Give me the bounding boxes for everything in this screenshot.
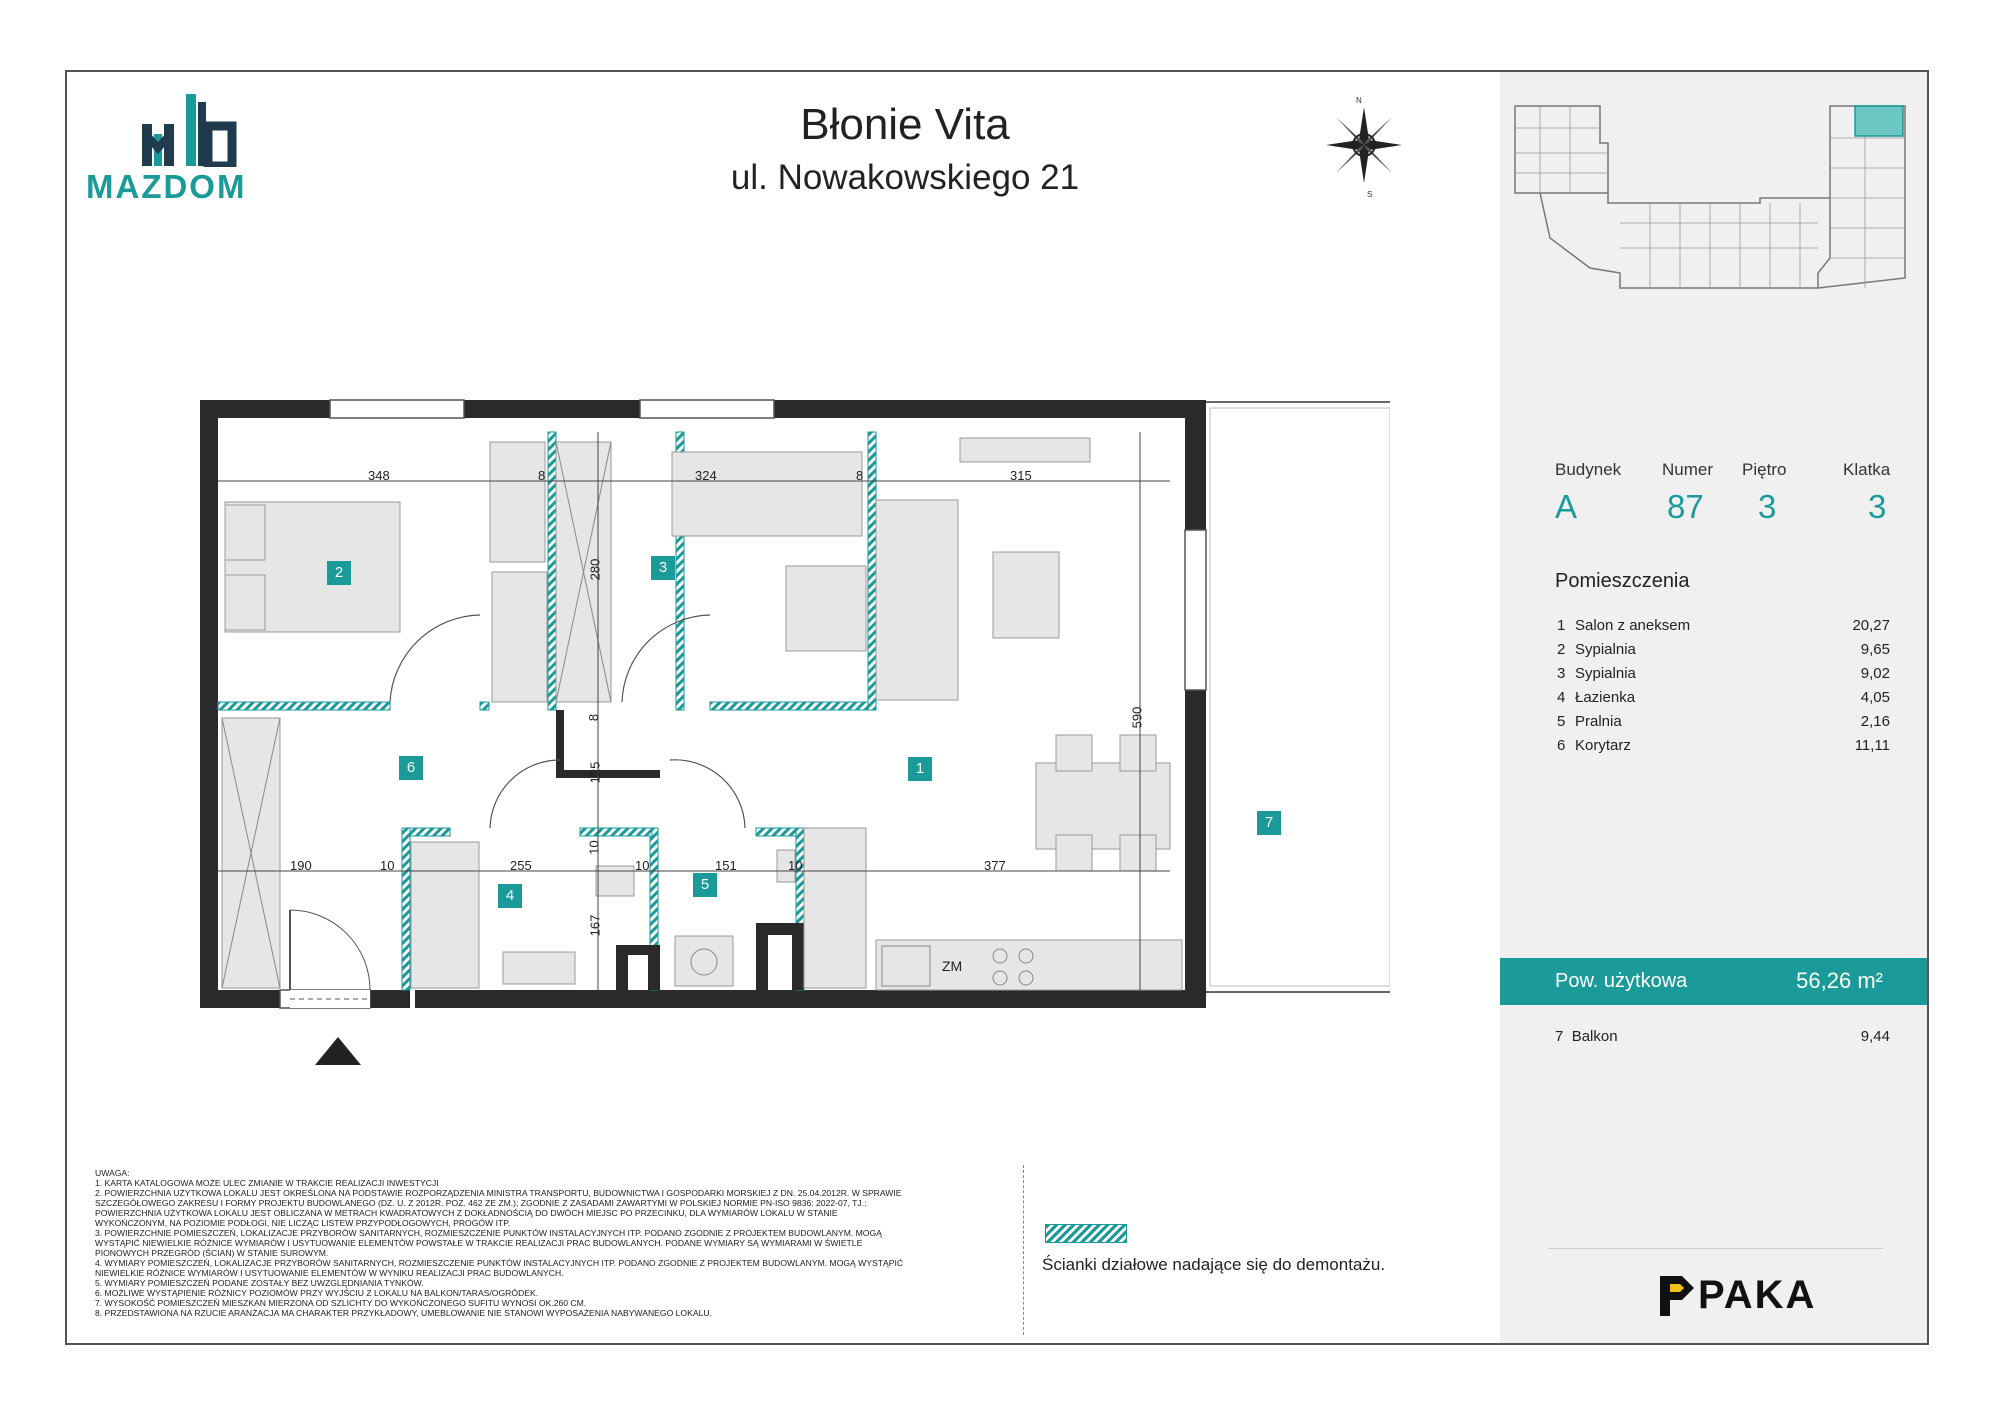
dim-label: 255 [510, 858, 532, 873]
dim-label: 590 [1129, 706, 1145, 729]
dim-label: 280 [587, 558, 603, 581]
usable-area-value: 56,26 m² [1796, 968, 1883, 993]
room-badge-3: 3 [651, 556, 675, 580]
value-building: A [1555, 488, 1578, 525]
rooms-header: Pomieszczenia [1555, 570, 1690, 592]
label-number: Numer [1662, 460, 1714, 479]
dim-label: 348 [368, 468, 390, 483]
panel-divider [1548, 1248, 1883, 1249]
room-badge-5: 5 [693, 873, 717, 897]
dim-label: 125 [587, 761, 603, 784]
usable-area-label: Pow. użytkowa [1555, 970, 1688, 992]
value-staircase: 3 [1868, 488, 1887, 525]
usable-area-bar: Pow. użytkowa 56,26 m² [1500, 958, 1927, 1005]
building-key-plan [1514, 105, 1906, 289]
compass-south: S [1367, 190, 1373, 199]
label-staircase: Klatka [1843, 460, 1891, 479]
room-badge-4: 4 [498, 884, 522, 908]
boiler-label: ZM [942, 958, 962, 974]
value-floor: 3 [1758, 488, 1777, 525]
compass-icon [1326, 107, 1402, 183]
notes-block: UWAGA: 1. KARTA KATALOGOWA MOŻE ULEC ZMI… [95, 1168, 904, 1318]
room-badge-2: 2 [327, 561, 351, 585]
brand-name: MAZDOM [86, 168, 247, 205]
dim-label: 10 [788, 858, 803, 873]
room-badge-6: 6 [399, 756, 423, 780]
dim-label: 151 [715, 858, 737, 873]
compass-north: N [1356, 96, 1362, 105]
label-floor: Piętro [1742, 460, 1787, 479]
divider [1023, 1165, 1024, 1335]
selected-unit-highlight [1854, 105, 1904, 137]
floor-plan: ZM [200, 399, 1390, 1009]
project-address: ul. Nowakowskiego 21 [730, 158, 1080, 197]
dim-label: 8 [586, 713, 602, 722]
entrance-arrow-icon [315, 1037, 361, 1065]
project-title: Błonie Vita [800, 100, 1010, 149]
dim-label: 10 [586, 840, 602, 855]
legend-hatch-swatch [1045, 1224, 1127, 1243]
dim-label: 377 [984, 858, 1006, 873]
value-number: 87 [1667, 488, 1704, 525]
footer-brand: PAKA [1698, 1273, 1817, 1317]
dim-label: 8 [538, 468, 546, 483]
dim-label: 8 [856, 468, 864, 483]
room-badge-7: 7 [1257, 811, 1281, 835]
dim-label: 324 [695, 468, 717, 483]
balcony-row: 7 Balkon 9,44 [1555, 1028, 1890, 1045]
dim-label: 10 [635, 858, 650, 873]
mazdom-logo-icon [142, 94, 237, 167]
dim-label: 190 [290, 858, 312, 873]
room-badge-1: 1 [908, 757, 932, 781]
dim-label: 167 [587, 914, 603, 937]
dim-label: 315 [1010, 468, 1032, 483]
dim-label: 10 [380, 858, 395, 873]
label-building: Budynek [1555, 460, 1622, 479]
legend-text: Ścianki działowe nadające się do demonta… [1042, 1255, 1386, 1274]
paka-logo-icon [1660, 1276, 1694, 1316]
